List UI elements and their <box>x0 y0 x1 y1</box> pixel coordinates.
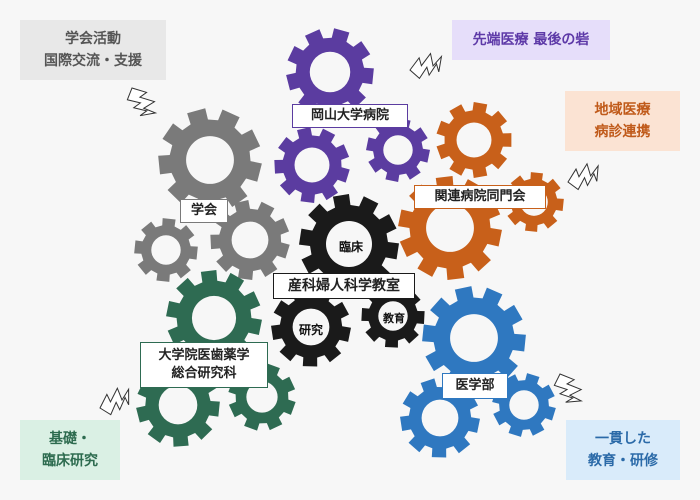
corner-line: 臨床研究 <box>42 453 98 469</box>
corner-line: 国際交流・支援 <box>44 53 142 69</box>
label-line: 大学院医歯薬学 <box>158 348 250 363</box>
blue-gear-large <box>422 286 526 390</box>
label-related-hospitals-alumni: 関連病院同門会 <box>414 185 546 209</box>
label-society: 学会 <box>180 199 228 223</box>
blue-gear-small <box>492 373 556 437</box>
gray-gear-mid <box>210 200 290 280</box>
green-gear-top <box>166 270 262 366</box>
orange-gear-top <box>436 102 512 178</box>
corner-box-consistent-education: 一貫した 教育・研修 <box>566 420 680 480</box>
corner-line: 病診連携 <box>594 124 651 140</box>
black-gear-research <box>271 287 351 367</box>
label-ob-gyn-department: 産科婦人科学教室 <box>273 273 415 299</box>
hub-label-clinical: 臨床 <box>338 240 363 254</box>
label-okayama-university-hospital: 岡山大学病院 <box>292 104 408 128</box>
purple-gear-left <box>274 127 350 203</box>
label-medical-school: 医学部 <box>442 373 508 399</box>
purple-gear-right <box>366 118 430 182</box>
corner-box-regional-medicine: 地域医療 病診連携 <box>565 91 680 151</box>
hub-label-education: 教育 <box>383 312 405 325</box>
lightning-bolt-icon <box>99 387 130 416</box>
corner-line: 一貫した <box>595 431 651 447</box>
lightning-bolt-icon <box>126 87 158 117</box>
gray-gear-large <box>158 108 262 212</box>
label-graduate-school: 大学院医歯薬学 総合研究科 <box>140 342 268 388</box>
black-gear-education <box>361 284 425 348</box>
lightning-bolt-icon <box>409 52 443 80</box>
black-gear-clinical <box>299 194 399 294</box>
corner-line: 先端医療 最後の砦 <box>472 32 590 48</box>
label-line: 総合研究科 <box>171 366 237 381</box>
corner-line: 教育・研修 <box>588 453 658 469</box>
lightning-bolt-icon <box>553 373 584 403</box>
corner-box-society-activities: 学会活動 国際交流・支援 <box>20 20 166 80</box>
corner-box-basic-clinical-research: 基礎・ 臨床研究 <box>20 420 120 480</box>
lightning-bolt-icon <box>567 162 599 191</box>
corner-line: 地域医療 <box>594 102 651 118</box>
corner-box-advanced-medicine: 先端医療 最後の砦 <box>452 20 610 60</box>
gray-gear-small <box>134 218 198 282</box>
corner-line: 学会活動 <box>65 31 121 47</box>
corner-line: 基礎・ <box>49 431 91 447</box>
hub-label-research: 研究 <box>298 323 323 337</box>
lightning-bolt-group <box>99 52 599 416</box>
purple-gear-large <box>286 28 374 116</box>
